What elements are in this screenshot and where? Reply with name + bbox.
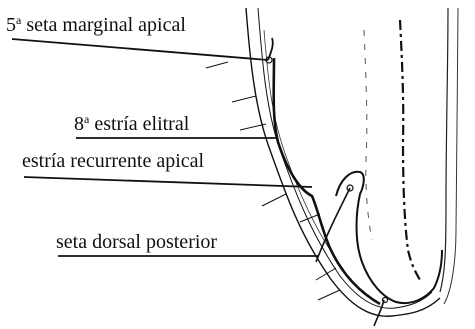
suture-line [400,20,420,280]
label-5a-seta-marginal-apical: 5a seta marginal apical [6,14,186,35]
label-2-ordinal: 8 [74,113,84,135]
suture-line-inner [364,30,372,240]
label-estria-recurrente-apical: estría recurrente apical [22,151,204,171]
leader-seta-marginal [12,39,268,60]
elytral-right-edge [440,8,448,292]
label-seta-dorsal-posterior: seta dorsal posterior [56,232,217,252]
leader-estria-recurrente [24,177,312,187]
label-8a-estria-elitral: 8a estría elitral [74,113,189,134]
leader-lines [12,39,318,256]
label-1-text: seta marginal apical [21,14,186,36]
label-1-ordinal: 5 [6,14,16,36]
label-2-text: estría elitral [89,113,189,135]
